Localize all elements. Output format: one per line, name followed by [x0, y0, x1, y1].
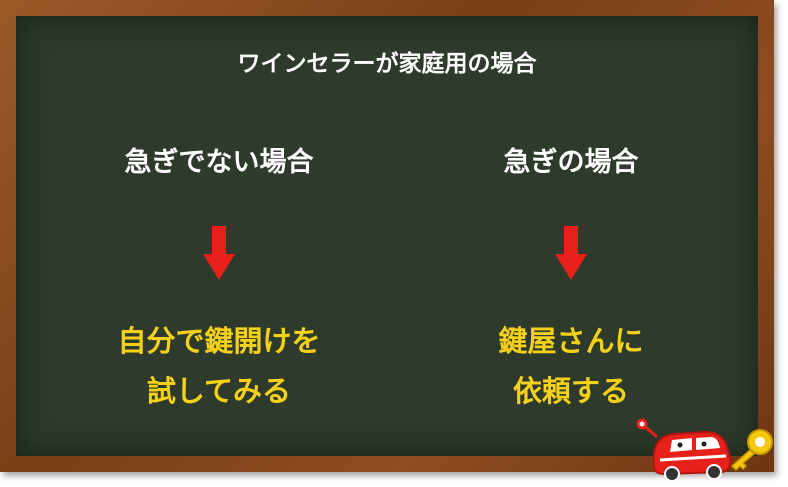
- not-urgent-heading: 急ぎでない場合: [124, 147, 314, 178]
- chalkboard: ワインセラーが家庭用の場合 急ぎでない場合 自分で鍵開けを 試してみる 急ぎの場…: [16, 16, 758, 456]
- not-urgent-result: 自分で鍵開けを 試してみる: [54, 316, 384, 416]
- chalkboard-frame: ワインセラーが家庭用の場合 急ぎでない場合 自分で鍵開けを 試してみる 急ぎの場…: [0, 0, 774, 472]
- result-line: 依頼する: [512, 374, 629, 408]
- board-title: ワインセラーが家庭用の場合: [237, 51, 537, 77]
- key-icon: [730, 429, 773, 472]
- locksmith-van-logo: [636, 418, 773, 482]
- result-line: 試してみる: [146, 374, 292, 408]
- result-line: 自分で鍵開けを: [117, 324, 321, 358]
- down-arrow-icon: [555, 226, 587, 280]
- urgent-heading: 急ぎの場合: [503, 147, 639, 178]
- urgent-result: 鍵屋さんに 依頼する: [406, 316, 736, 416]
- result-line: 鍵屋さんに: [498, 324, 644, 358]
- down-arrow-icon: [203, 226, 235, 280]
